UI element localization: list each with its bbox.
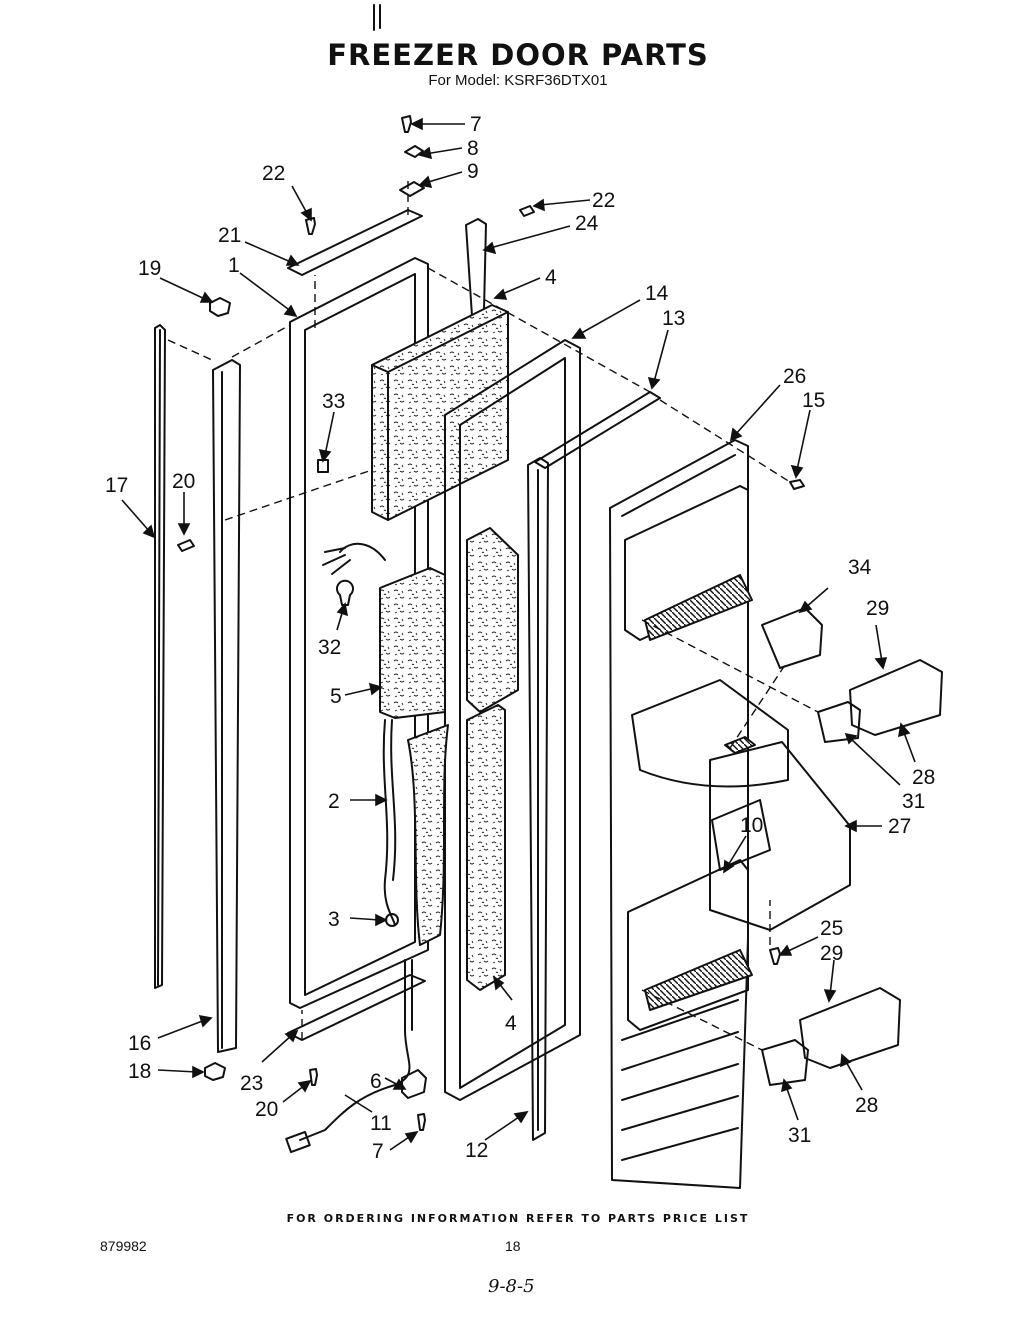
callout-6: 6 [370,1070,382,1093]
callout-22-right: 22 [592,189,615,212]
callout-3: 3 [328,908,340,931]
part-22-screw-right [519,205,535,217]
callout-7-bottom: 7 [372,1140,384,1163]
part-32-plug [336,579,354,606]
part-7-screw-bottom [417,1113,426,1131]
part-15-screw [789,479,805,490]
handwritten-date: 9-8-5 [488,1276,535,1297]
part-4-foam-channel [466,527,519,991]
callout-1: 1 [228,254,240,277]
callout-23: 23 [240,1072,263,1095]
callout-18: 18 [128,1060,151,1083]
callout-28-upper: 28 [912,766,935,789]
part-31-actuator-lower [761,1039,809,1086]
callout-31-lower: 31 [788,1124,811,1147]
part-13-top-rail [534,391,661,469]
callout-26: 26 [783,365,806,388]
part-6-bracket [401,1069,427,1099]
alignment-lines [167,180,819,1051]
page-title: FREEZER DOOR PARTS [327,38,709,72]
part-19-hinge-cap [209,297,231,317]
part-20-screw-lower [309,1068,318,1086]
callout-14: 14 [645,282,669,305]
door-lower-grooves [621,999,739,1161]
part-4-foam-upper [371,304,509,521]
callout-24: 24 [575,212,599,235]
part-4-foam-strip [407,724,449,946]
part-10-switch-housing [711,799,771,871]
callout-8: 8 [467,137,479,160]
part-25-screw [769,947,781,965]
part-9-hinge-plate [399,181,425,197]
callout-17: 17 [105,474,128,497]
callout-25: 25 [820,917,843,940]
callout-10: 10 [740,814,763,837]
callout-9: 9 [467,160,479,183]
callout-20-upper: 20 [172,470,195,493]
dispenser-upper-recess [624,485,753,641]
callout-32: 32 [318,636,341,659]
callout-13: 13 [662,307,685,330]
callout-4-upper: 4 [545,266,557,289]
part-22-screw-left [305,217,316,235]
callout-29-upper: 29 [866,597,889,620]
part-18-hinge-cap [204,1062,226,1081]
callout-11: 11 [370,1112,392,1135]
leader-lines [121,117,916,1151]
part-24-vertical-bar [465,218,487,317]
callout-7-top: 7 [470,113,482,136]
part-21-top-bracket [287,209,423,276]
callout-34: 34 [848,556,872,579]
ordering-note: FOR ORDERING INFORMATION REFER TO PARTS … [286,1212,750,1225]
callout-5: 5 [330,685,342,708]
callout-28-lower: 28 [855,1094,878,1117]
callout-labels: 7 8 9 22 22 24 21 4 19 1 14 13 26 15 33 … [105,113,935,1163]
callout-4-lower: 4 [505,1012,517,1035]
part-7-screw-top [401,115,412,133]
part-12-gasket-strip [527,457,549,1141]
callout-20-lower: 20 [255,1098,278,1121]
part-29-lever-upper [849,659,943,736]
part-17-trim-strip [154,324,166,989]
document-number: 879982 [100,1238,147,1254]
part-34-drip-tray [761,607,823,669]
callout-2: 2 [328,790,340,813]
part-5-foam-middle [379,567,446,719]
part-2-wire-harness [322,542,397,926]
part-1-door-frame [289,257,429,1009]
part-29-lever-lower [799,987,901,1069]
part-27-cover-plate [709,741,851,931]
part-31-actuator-upper [817,701,861,743]
callout-12: 12 [465,1139,488,1162]
part-14-liner-frame [444,339,581,1101]
page-number: 18 [505,1238,521,1254]
model-subtitle: For Model: KSRF36DTX01 [428,72,608,89]
callout-21: 21 [218,224,241,247]
callout-15: 15 [802,389,825,412]
dispenser-grille [724,736,756,754]
callout-33: 33 [322,390,345,413]
callout-31-upper: 31 [902,790,925,813]
dispenser-basin [631,679,789,788]
part-11-water-tube [285,959,413,1153]
part-8-hinge-pin [404,145,424,158]
dispenser-lower-recess [627,859,753,1031]
part-23-bottom-bracket [287,974,426,1041]
callout-19: 19 [138,257,161,280]
callout-16: 16 [128,1032,151,1055]
part-20-screw-upper [177,539,195,552]
callout-29-lower: 29 [820,942,843,965]
callout-27: 27 [888,815,911,838]
callout-22-left: 22 [262,162,285,185]
part-16-side-trim [212,359,241,1053]
